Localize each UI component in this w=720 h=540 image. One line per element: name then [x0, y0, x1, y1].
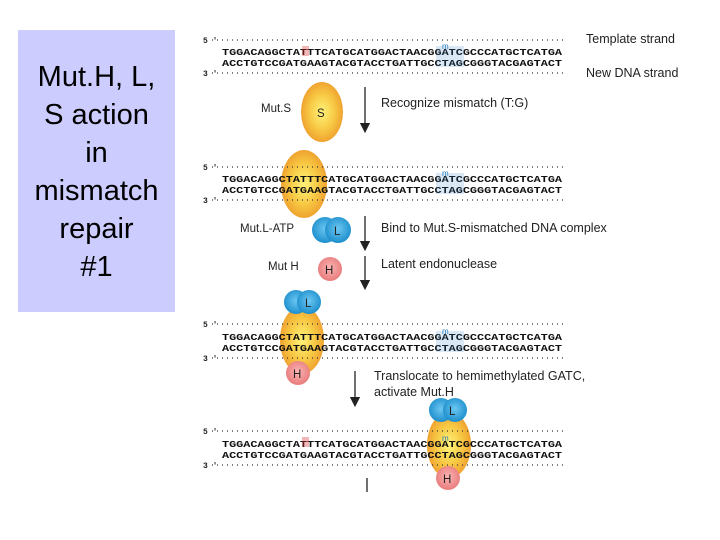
three-prime-end: 3 ' [203, 197, 217, 206]
step-4-text-line-2: activate Mut.H [374, 385, 454, 399]
title-line-2: S action [44, 99, 149, 131]
mut-l-letter: L [449, 406, 456, 418]
mut-h-bound [286, 361, 310, 385]
step-2-text: Bind to Mut.S-mismatched DNA complex [381, 221, 608, 235]
mut-l-at-gatc-b [443, 398, 467, 422]
dna-block-2: 5 ' 3 ' m TGGACAGGCTATTTCATGCATGGACTAACG… [203, 150, 565, 218]
mut-l-label: Mut.L-ATP [240, 223, 294, 235]
methyl-mark: m [442, 169, 449, 178]
five-prime-end: 5 ' [203, 164, 217, 173]
top-sequence: TGGACAGGCTATTTCATGCATGGACTAACGGATCGCCCAT… [222, 47, 562, 58]
mut-l-letter: L [305, 298, 312, 310]
mut-s-letter: S [317, 108, 325, 120]
five-prime-end: 5 ' [203, 428, 217, 437]
gatc-highlight [436, 173, 464, 194]
slide-title-box: Mut.H, L, S action in mismatch repair #1 [18, 30, 175, 312]
three-prime-end: 3 ' [203, 70, 217, 79]
bottom-sequence: ACCTGTCCGATGAAGTACGTACCTGATTGCCTAGCGGGTA… [222, 450, 562, 461]
mut-l-bound-b [297, 290, 321, 314]
mismatch-highlight [302, 46, 309, 56]
new-strand-label: New DNA strand [586, 66, 678, 80]
five-prime-end: 5 ' [203, 37, 217, 46]
title-line-1: Mut.H, L, [37, 61, 156, 93]
gatc-highlight [436, 331, 464, 352]
title-line-3: in [85, 137, 108, 169]
dna-block-1: 5 ' 3 ' m TGGACAGGCTATTTCATGCATGGACTAACG… [203, 32, 678, 80]
three-prime-end: 3 ' [203, 462, 217, 471]
gatc-highlight [436, 46, 464, 67]
bottom-sequence: ACCTGTCCGATGAAGTACGTACCTGATTGCCTAGCGGGTA… [222, 58, 562, 69]
mismatch-highlight [302, 437, 309, 447]
mut-h-protein [318, 257, 342, 281]
step-4-text-line-1: Translocate to hemimethylated GATC, [374, 369, 585, 383]
dna-block-4: L 5 ' 3 ' m TGGACAGGCTATTTCATGCATGGACTAA… [203, 398, 565, 492]
step-1-text: Recognize mismatch (T:G) [381, 96, 528, 110]
mut-s-protein [301, 82, 343, 142]
template-strand-label: Template strand [586, 32, 675, 46]
three-prime-end: 3 ' [203, 355, 217, 364]
top-sequence: TGGACAGGCTATTTCATGCATGGACTAACGGATCGCCCAT… [222, 332, 562, 343]
mut-s-at-gatc [427, 412, 471, 478]
title-line-4: mismatch [34, 175, 159, 207]
top-sequence: TGGACAGGCTATTTCATGCATGGACTAACGGATCGCCCAT… [222, 174, 562, 185]
mut-h-letter: H [293, 369, 301, 381]
mut-h-letter: H [443, 474, 451, 486]
mut-h-letter: H [325, 265, 333, 277]
mut-l-protein-b [325, 217, 351, 243]
five-prime-end: 5 ' [203, 321, 217, 330]
title-line-6: #1 [80, 251, 113, 283]
title-line-5: repair [59, 213, 134, 245]
mut-s-label: Mut.S [261, 103, 291, 115]
bottom-sequence: ACCTGTCCGATGAAGTACGTACCTGATTGCCTAGCGGGTA… [222, 343, 562, 354]
methyl-mark: m [442, 327, 449, 336]
mut-h-at-gatc [436, 466, 460, 490]
mut-l-letter: L [334, 226, 341, 238]
bottom-sequence: ACCTGTCCGATGAAGTACGTACCTGATTGCCTAGCGGGTA… [222, 185, 562, 196]
mut-s-bound [280, 306, 324, 374]
mut-h-label: Mut H [268, 261, 299, 273]
step-3-text: Latent endonuclease [381, 257, 497, 271]
slide-title: Mut.H, L, S action in mismatch repair #1 [18, 58, 175, 286]
methyl-mark: m [442, 42, 449, 51]
dna-block-3: L 5 ' 3 ' m TGGACAGGCTATTTCATGCATGGACTAA… [203, 290, 565, 385]
methyl-mark: m [442, 434, 449, 443]
top-sequence: TGGACAGGCTATTTCATGCATGGACTAACGGATCGCCCAT… [222, 439, 562, 450]
